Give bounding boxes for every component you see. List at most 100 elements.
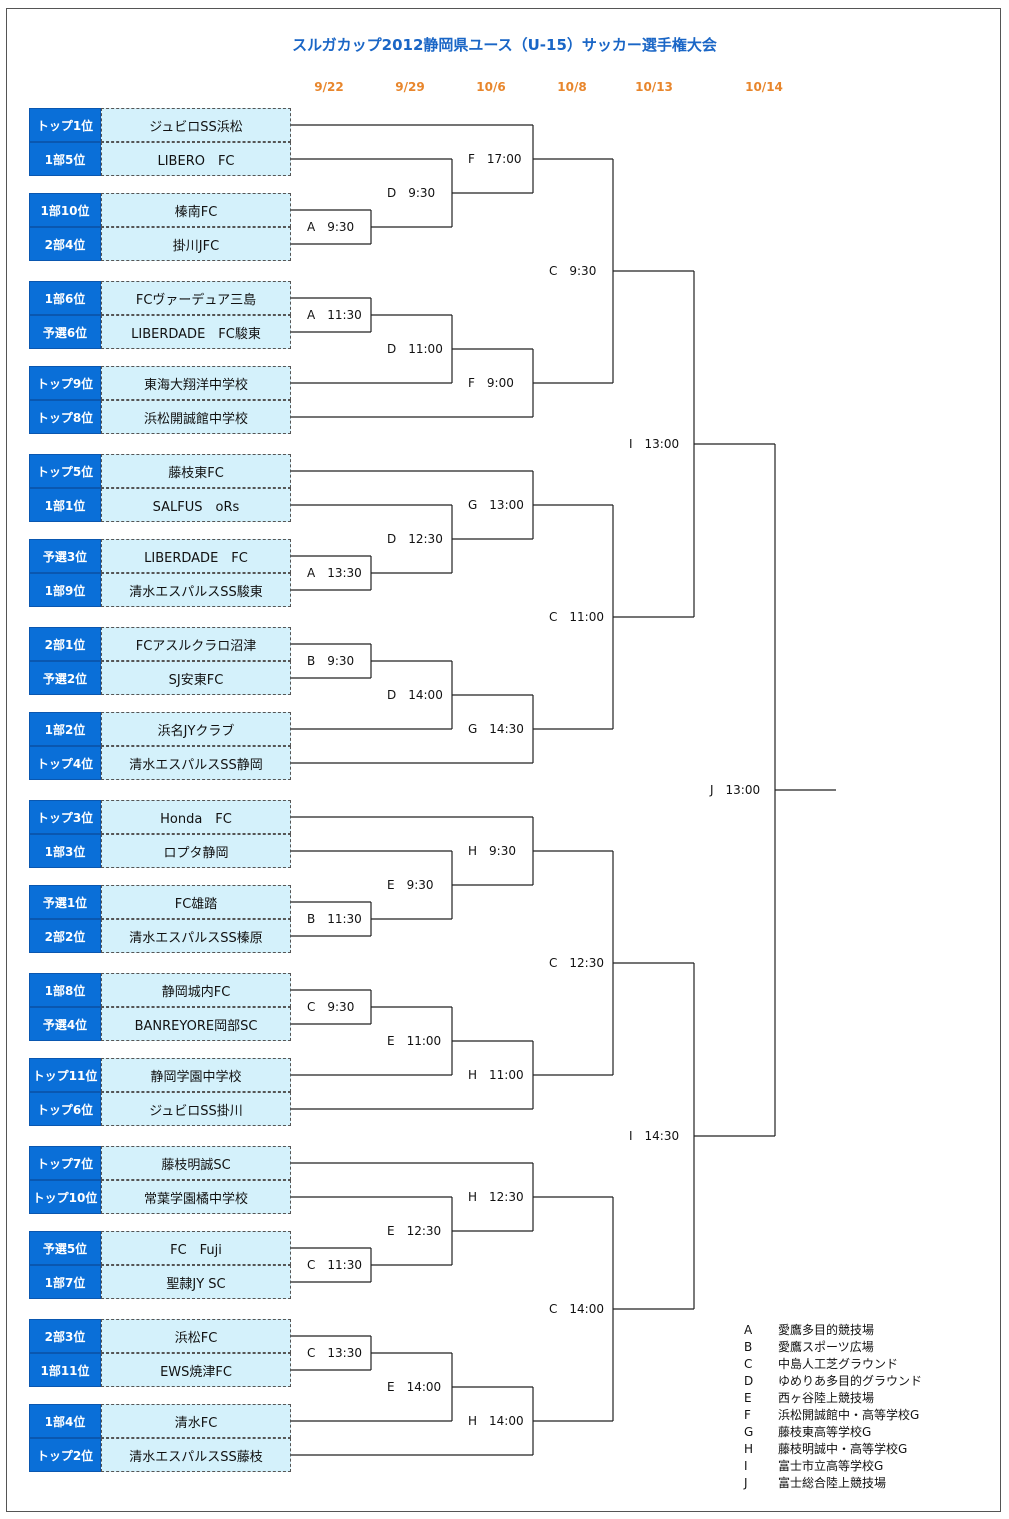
team-name: 掛川JFC (101, 227, 291, 261)
legend-row: C 中島人工芝グラウンド (744, 1356, 922, 1373)
team-rank-badge: 1部7位 (29, 1265, 101, 1299)
team-rank-badge: 1部9位 (29, 573, 101, 607)
team-row: トップ9位東海大翔洋中学校 (29, 366, 291, 400)
date-header: 9/29 (395, 80, 425, 94)
match-label: E 9:30 (387, 878, 434, 892)
team-name: FC雄踏 (101, 885, 291, 919)
match-label: A 11:30 (307, 308, 362, 322)
team-name: 清水エスパルスSS駿東 (101, 573, 291, 607)
team-name: 東海大翔洋中学校 (101, 366, 291, 400)
legend-code: I (744, 1459, 748, 1473)
team-rank-badge: 予選5位 (29, 1231, 101, 1265)
team-rank-badge: 1部10位 (29, 193, 101, 227)
team-rank-badge: 1部6位 (29, 281, 101, 315)
team-name: ジュビロSS掛川 (101, 1092, 291, 1126)
team-rank-badge: 1部8位 (29, 973, 101, 1007)
match-label: B 9:30 (307, 654, 355, 668)
match-label: D 12:30 (387, 532, 443, 546)
legend-venue: 浜松開誠館中・高等学校G (778, 1408, 920, 1422)
date-header: 10/14 (745, 80, 783, 94)
team-rank-badge: トップ11位 (29, 1058, 101, 1092)
legend-venue: 西ヶ谷陸上競技場 (778, 1391, 875, 1405)
team-name: LIBERDADE FC駿東 (101, 315, 291, 349)
team-row: 1部7位聖隷JY SC (29, 1265, 291, 1299)
match-label: C 9:30 (307, 1000, 355, 1014)
match-label: H 12:30 (468, 1190, 524, 1204)
team-rank-badge: 予選1位 (29, 885, 101, 919)
match-label: E 14:00 (387, 1380, 442, 1394)
team-row: トップ8位浜松開誠館中学校 (29, 400, 291, 434)
team-name: 常葉学園橘中学校 (101, 1180, 291, 1214)
team-row: 1部2位浜名JYクラブ (29, 712, 291, 746)
team-name: ジュビロSS浜松 (101, 108, 291, 142)
team-row: 1部3位ロプタ静岡 (29, 834, 291, 868)
legend-venue: 藤枝東高等学校G (778, 1425, 872, 1439)
team-row: 2部4位掛川JFC (29, 227, 291, 261)
date-header: 10/6 (476, 80, 506, 94)
legend-row: A 愛鷹多目的競技場 (744, 1322, 922, 1339)
legend-code: J (744, 1476, 748, 1490)
team-name: LIBERO FC (101, 142, 291, 176)
team-name: 清水FC (101, 1404, 291, 1438)
team-name: FCヴァーデュア三島 (101, 281, 291, 315)
team-row: トップ1位ジュビロSS浜松 (29, 108, 291, 142)
match-label: C 11:30 (307, 1258, 362, 1272)
team-rank-badge: トップ10位 (29, 1180, 101, 1214)
team-rank-badge: 予選6位 (29, 315, 101, 349)
team-name: FC Fuji (101, 1231, 291, 1265)
match-label: C 12:30 (549, 956, 604, 970)
legend-row: F 浜松開誠館中・高等学校G (744, 1407, 922, 1424)
match-label: C 14:00 (549, 1302, 604, 1316)
legend-venue: ゆめりあ多目的グラウンド (778, 1374, 923, 1388)
match-label: I 13:00 (629, 437, 680, 451)
legend-venue: 中島人工芝グラウンド (778, 1357, 899, 1371)
team-row: 1部10位榛南FC (29, 193, 291, 227)
team-rank-badge: 1部3位 (29, 834, 101, 868)
match-label: D 11:00 (387, 342, 443, 356)
team-rank-badge: トップ6位 (29, 1092, 101, 1126)
legend-code: C (744, 1357, 753, 1371)
legend-venue: 愛鷹多目的競技場 (778, 1323, 875, 1337)
legend-code: F (744, 1408, 751, 1422)
team-rank-badge: トップ4位 (29, 746, 101, 780)
team-name: FCアスルクラロ沼津 (101, 627, 291, 661)
team-name: 浜名JYクラブ (101, 712, 291, 746)
team-name: 浜松FC (101, 1319, 291, 1353)
legend-code: D (744, 1374, 754, 1388)
page-frame (6, 8, 1001, 1512)
match-label: I 14:30 (629, 1129, 680, 1143)
match-label: C 13:30 (307, 1346, 362, 1360)
team-rank-badge: 1部4位 (29, 1404, 101, 1438)
team-row: トップ2位清水エスパルスSS藤枝 (29, 1438, 291, 1472)
match-label: D 9:30 (387, 186, 436, 200)
team-rank-badge: 2部1位 (29, 627, 101, 661)
date-header: 10/8 (557, 80, 587, 94)
legend-code: A (744, 1323, 753, 1337)
team-row: 1部9位清水エスパルスSS駿東 (29, 573, 291, 607)
team-rank-badge: トップ7位 (29, 1146, 101, 1180)
team-name: Honda FC (101, 800, 291, 834)
team-rank-badge: 1部1位 (29, 488, 101, 522)
match-label: A 13:30 (307, 566, 362, 580)
match-label: B 11:30 (307, 912, 362, 926)
team-rank-badge: トップ2位 (29, 1438, 101, 1472)
team-rank-badge: トップ3位 (29, 800, 101, 834)
team-name: 清水エスパルスSS榛原 (101, 919, 291, 953)
team-row: トップ4位清水エスパルスSS静岡 (29, 746, 291, 780)
team-name: 藤枝明誠SC (101, 1146, 291, 1180)
team-name: LIBERDADE FC (101, 539, 291, 573)
team-rank-badge: トップ5位 (29, 454, 101, 488)
team-row: トップ6位ジュビロSS掛川 (29, 1092, 291, 1126)
team-rank-badge: 1部2位 (29, 712, 101, 746)
